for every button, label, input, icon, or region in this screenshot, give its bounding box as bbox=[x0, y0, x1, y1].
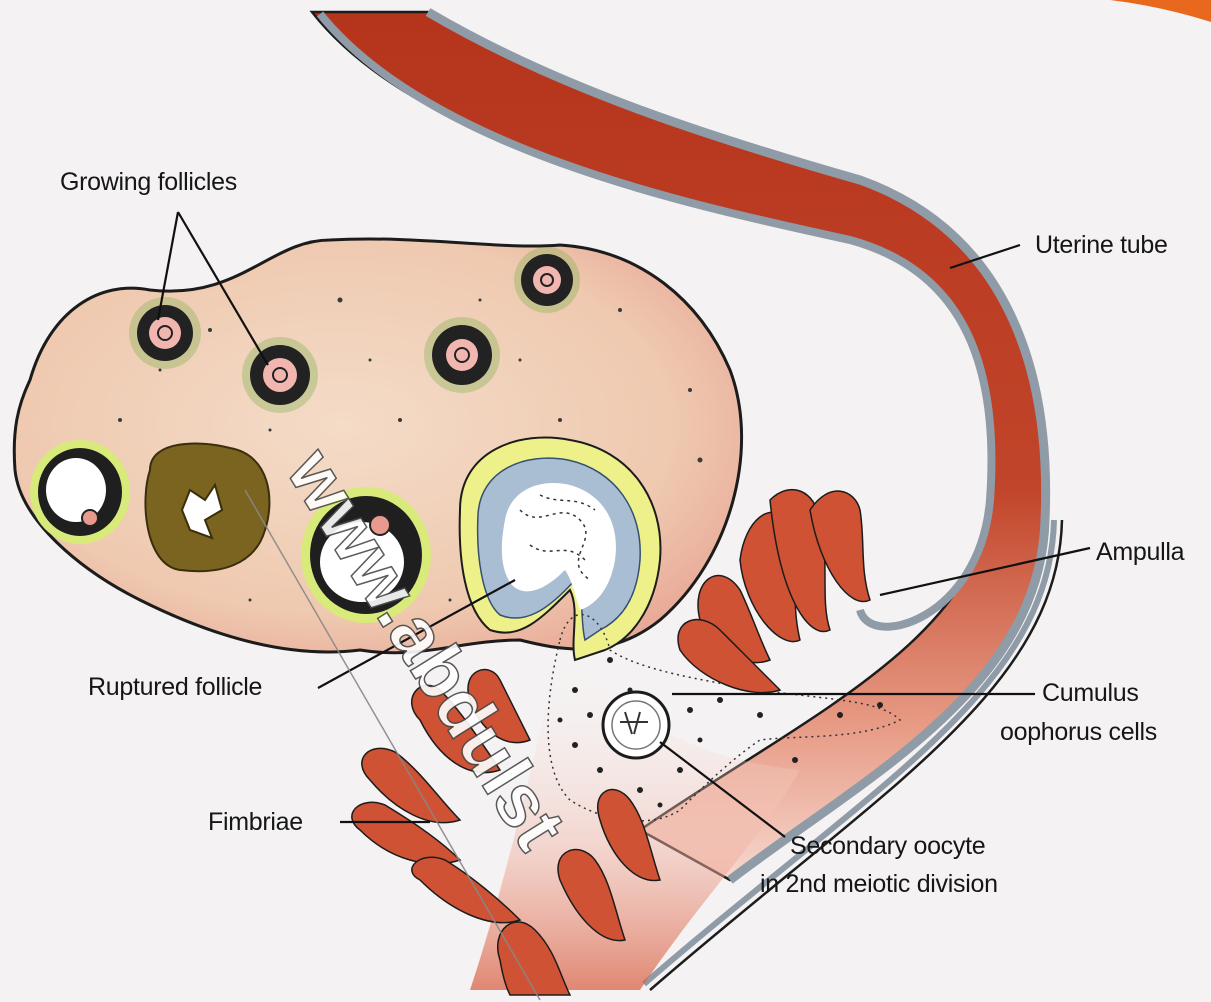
label-ampulla: Ampulla bbox=[1096, 538, 1185, 566]
label-fimbriae: Fimbriae bbox=[208, 808, 303, 836]
follicle-small-1 bbox=[129, 297, 201, 369]
follicle-small-3 bbox=[424, 317, 500, 393]
antral-follicle-left bbox=[30, 440, 130, 544]
corner-accent bbox=[1110, 0, 1211, 22]
label-ruptured-follicle: Ruptured follicle bbox=[88, 673, 262, 701]
label-oocyte-line2: in 2nd meiotic division bbox=[760, 870, 998, 898]
label-oocyte-line1: Secondary oocyte bbox=[790, 832, 985, 860]
label-growing-follicles: Growing follicles bbox=[60, 168, 237, 196]
follicle-small-4 bbox=[514, 247, 580, 313]
secondary-oocyte bbox=[603, 692, 669, 758]
label-cumulus-line1: Cumulus bbox=[1042, 679, 1139, 707]
follicle-small-2 bbox=[242, 337, 318, 413]
label-uterine-tube: Uterine tube bbox=[1035, 231, 1168, 259]
label-cumulus-line2: oophorus cells bbox=[1000, 718, 1157, 746]
corpus-albicans bbox=[145, 443, 269, 571]
